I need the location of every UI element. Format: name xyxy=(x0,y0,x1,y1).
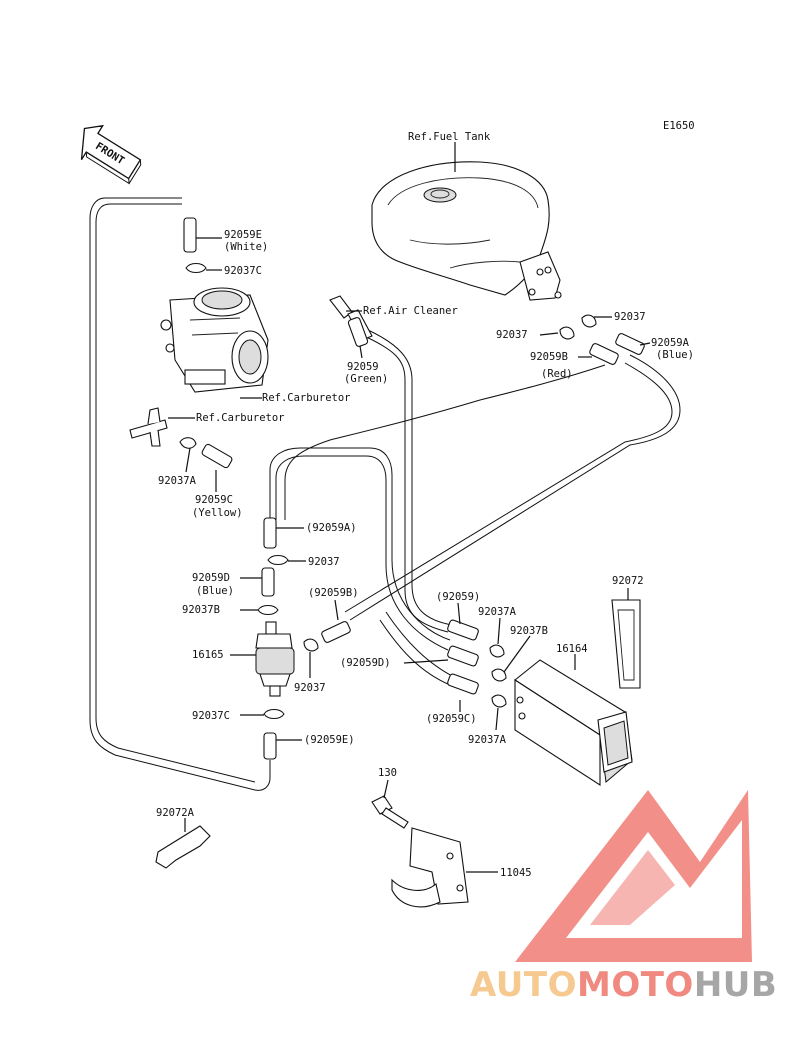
label-92059d-paren: (92059D) xyxy=(340,657,391,669)
label-92037c-low: 92037C xyxy=(192,710,230,722)
ref-fuel-tank-label: Ref.Fuel Tank xyxy=(408,131,491,143)
fuel-filter-icon xyxy=(255,621,295,697)
label-92059a-paren: (92059A) xyxy=(306,522,357,534)
label-92059e: 92059E xyxy=(224,229,262,241)
diagram-code: E1650 xyxy=(663,120,695,132)
label-92059e-color: (White) xyxy=(224,241,268,253)
label-16164: 16164 xyxy=(556,643,588,655)
ref-carburetor-label-2: Ref.Carburetor xyxy=(196,412,285,424)
bracket-92072a-icon xyxy=(155,825,211,869)
label-92059b-color: (Red) xyxy=(541,368,573,380)
canister-icon xyxy=(514,659,633,787)
label-92059a: 92059A xyxy=(651,337,690,349)
label-92037a-low: 92037A xyxy=(468,734,507,746)
watermark-logo-icon xyxy=(515,790,752,962)
label-11045: 11045 xyxy=(500,867,532,879)
label-92037-low: 92037 xyxy=(294,682,326,694)
ref-carburetor-label-1: Ref.Carburetor xyxy=(262,392,351,404)
label-16165: 16165 xyxy=(192,649,224,661)
watermark-hub: HUB xyxy=(694,965,777,1005)
ref-air-cleaner-label: Ref.Air Cleaner xyxy=(363,305,458,317)
part-labels: 92059E (White) 92037C 92037 92037 92059A… xyxy=(156,229,694,879)
label-92037-left: 92037 xyxy=(496,329,528,341)
label-92059c-color: (Yellow) xyxy=(192,507,243,519)
carburetor-icon xyxy=(160,287,269,393)
label-92037c-top: 92037C xyxy=(224,265,262,277)
label-92059d: 92059D xyxy=(192,572,230,584)
label-92037b-right: 92037B xyxy=(510,625,548,637)
label-92059: 92059 xyxy=(347,361,379,373)
leader-lines xyxy=(184,237,651,873)
label-92072: 92072 xyxy=(612,575,644,587)
bracket-11045-icon xyxy=(391,827,469,908)
label-92059c-paren: (92059C) xyxy=(426,713,477,725)
hose-pieces xyxy=(179,217,645,760)
label-92037a-left: 92037A xyxy=(158,475,197,487)
label-92059c: 92059C xyxy=(195,494,233,506)
air-cleaner-elbow-icon xyxy=(329,295,373,341)
label-92059a-color: (Blue) xyxy=(656,349,694,361)
t-fitting-icon xyxy=(129,407,168,447)
hose-routing xyxy=(89,197,681,791)
band-92072-icon xyxy=(611,599,641,689)
label-92037-mid: 92037 xyxy=(308,556,340,568)
bolt-130-icon xyxy=(371,795,409,829)
label-92059-paren: (92059) xyxy=(436,591,480,603)
label-92037-right: 92037 xyxy=(614,311,646,323)
label-92059-color: (Green) xyxy=(344,373,388,385)
watermark-text: AUTOMOTOHUB xyxy=(470,965,777,1005)
label-92059b: 92059B xyxy=(530,351,568,363)
fuel-tank-icon xyxy=(371,161,562,301)
watermark-moto: MOTO xyxy=(577,965,694,1005)
label-92059e-paren: (92059E) xyxy=(304,734,355,746)
label-92059b-paren: (92059B) xyxy=(308,587,359,599)
watermark-auto: AUTO xyxy=(470,965,577,1005)
label-92037a-mid: 92037A xyxy=(478,606,517,618)
label-92059d-color: (Blue) xyxy=(196,585,234,597)
label-92037b-left: 92037B xyxy=(182,604,220,616)
label-92072a: 92072A xyxy=(156,807,195,819)
front-arrow-icon: FRONT xyxy=(80,124,142,185)
label-130: 130 xyxy=(378,767,397,779)
